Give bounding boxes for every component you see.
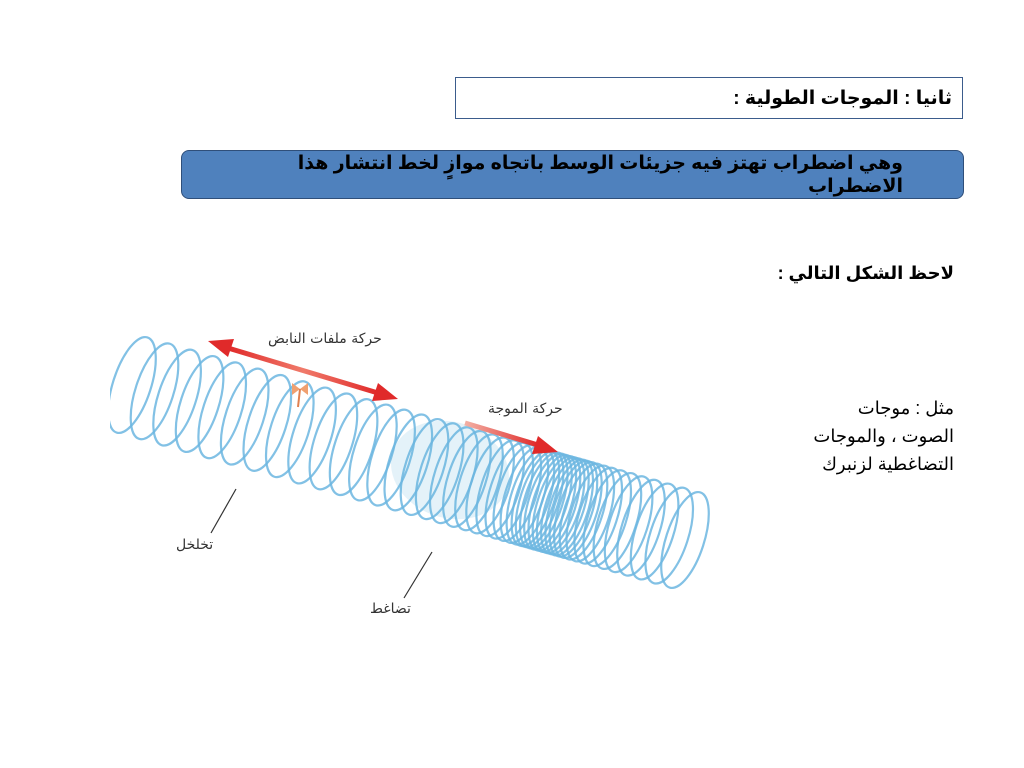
- coil-loop: [287, 386, 337, 485]
- observe-label: لاحظ الشكل التالي :: [777, 263, 954, 283]
- spring-coils: [107, 335, 710, 590]
- definition-box: وهي اضطراب تهتز فيه جزيئات الوسط باتجاه …: [181, 150, 964, 199]
- coil-loop: [383, 413, 434, 512]
- rarefaction-pointer: [210, 488, 237, 534]
- coil-loop: [582, 469, 633, 568]
- compression-label: تضاغط: [370, 601, 411, 617]
- coil-loop: [454, 433, 504, 532]
- coil-loop: [565, 464, 616, 563]
- compression-pointer: [403, 551, 433, 599]
- coil-loop: [442, 429, 492, 528]
- ribbon-marker-icon: [292, 383, 308, 408]
- coil-loop: [219, 367, 270, 466]
- spring-wave-figure: حركة ملفات النابض حركة الموجة تخلخل تضاغ…: [107, 315, 710, 630]
- coil-loop: [558, 462, 609, 561]
- example-text: مثل : موجات الصوت ، والموجات التضاغطية ل…: [754, 394, 954, 478]
- coil-loop: [465, 436, 515, 535]
- definition-text: وهي اضطراب تهتز فيه جزيئات الوسط باتجاه …: [297, 152, 903, 197]
- coil-loop: [129, 342, 180, 441]
- coil-loop: [644, 486, 695, 585]
- example-line-1: مثل : موجات: [857, 398, 954, 418]
- coil-loop: [629, 482, 680, 581]
- wave-motion-arrow: [464, 420, 558, 454]
- coil-loop: [107, 335, 157, 435]
- coil-loop: [414, 422, 465, 521]
- coil-loop: [197, 361, 248, 460]
- coil-loop: [308, 392, 359, 491]
- coil-motion-arrow: [208, 339, 398, 401]
- coil-loop: [399, 417, 450, 517]
- coil-loop: [553, 460, 603, 560]
- example-line-2: الصوت ، والموجات: [813, 426, 954, 446]
- coil-loop: [242, 373, 293, 472]
- rarefaction-label: تخلخل: [176, 537, 214, 553]
- compression-shading: [391, 420, 509, 520]
- coil-loop: [174, 354, 225, 454]
- coil-loop: [152, 348, 202, 447]
- coil-loop: [603, 475, 654, 574]
- coil-loop: [366, 408, 416, 507]
- example-line-3: التضاغطية لزنبرك: [822, 454, 954, 474]
- wave-motion-label: حركة الموجة: [488, 401, 563, 417]
- coil-loop: [348, 403, 398, 502]
- coil-loop: [660, 490, 710, 590]
- coil-loop: [264, 380, 315, 479]
- coil-loop: [573, 466, 624, 565]
- spring-illustration: [107, 335, 710, 599]
- section-title: ثانيا : الموجات الطولية :: [733, 87, 952, 109]
- coil-loop: [616, 478, 666, 577]
- coil-motion-label: حركة ملفات النابض: [268, 331, 382, 347]
- section-title-box: ثانيا : الموجات الطولية :: [455, 77, 963, 119]
